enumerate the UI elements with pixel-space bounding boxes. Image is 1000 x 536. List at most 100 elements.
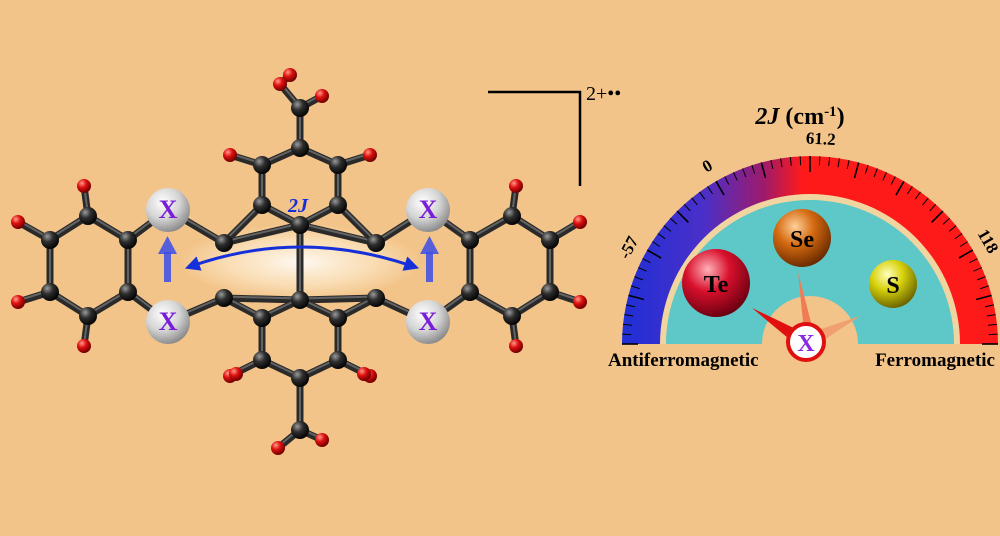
gauge-tick (724, 176, 730, 185)
gauge-tick (931, 210, 944, 223)
gauge-tick (634, 276, 644, 281)
carbon-atom (329, 196, 347, 214)
sphere-se-label: Se (790, 227, 814, 253)
gauge-tick (958, 249, 974, 259)
gauge-tick (976, 276, 986, 281)
gauge-tick-label: -57 (615, 233, 643, 262)
gauge-tick (691, 197, 698, 206)
gauge-title: 2J (cm-1) (754, 104, 844, 130)
gauge-tick (975, 294, 992, 301)
oxygen-atom (363, 148, 377, 162)
gauge-tick (780, 158, 783, 168)
gauge-tick (676, 210, 689, 223)
bond (296, 294, 380, 304)
ferromagnetic-label: Ferromagnetic (875, 350, 995, 371)
gauge-tick (853, 162, 860, 179)
oxygen-atom (77, 339, 91, 353)
gauge-color-arc (622, 156, 998, 344)
heteroatom-label-top-right: X (419, 195, 438, 224)
carbon-atom (253, 196, 271, 214)
gauge-tick (652, 241, 661, 247)
needle-hub: X (786, 322, 826, 362)
oxygen-atom (573, 215, 587, 229)
oxygen-atom (11, 215, 25, 229)
carbon-atom (329, 351, 347, 369)
gauge-tick (984, 304, 994, 308)
gauge-tick (987, 323, 998, 326)
gauge-tick (646, 249, 662, 259)
oxygen-atom (315, 89, 329, 103)
gauge-tick (638, 267, 647, 272)
carbon-atom (119, 283, 137, 301)
oxygen-atom (315, 433, 329, 447)
carbon-atom (253, 309, 271, 327)
carbon-atom (41, 283, 59, 301)
bond-highlight (299, 222, 377, 243)
coupling-label: 2J (287, 195, 309, 217)
gauge-tick (929, 203, 937, 212)
gauge-tick (770, 160, 774, 170)
carbon-atom (79, 207, 97, 225)
carbon-atom (291, 139, 309, 157)
gauge-tick (895, 180, 905, 196)
oxygen-atom (223, 148, 237, 162)
gauge-tick (907, 186, 913, 195)
gauge-tick (626, 304, 636, 308)
gauge-tick (733, 172, 738, 181)
sphere-s-label: S (886, 273, 899, 299)
gauge-tick (669, 217, 678, 225)
gauge-tick (973, 267, 982, 272)
carbon-atom (291, 421, 309, 439)
carbon-atom (291, 99, 309, 117)
gauge-tick (760, 162, 767, 179)
gauge-tick (959, 241, 968, 247)
bond-highlight (223, 222, 301, 243)
gauge-tick (663, 225, 672, 232)
heteroatom-label-bottom-right: X (419, 307, 438, 336)
heteroatom-label-top-left: X (159, 195, 178, 224)
carbon-atom (79, 307, 97, 325)
gauge-tick (631, 285, 640, 290)
molecule-atoms (11, 68, 587, 455)
gauge-tick (980, 285, 989, 290)
oxygen-atom (509, 179, 523, 193)
carbon-atom (215, 234, 233, 252)
heteroatom-label-bottom-left: X (159, 307, 178, 336)
carbon-atom (253, 156, 271, 174)
oxygen-atom (573, 295, 587, 309)
bond (296, 221, 380, 247)
heteroatom (406, 188, 450, 232)
heteroatom (406, 300, 450, 344)
gauge-tick (628, 294, 645, 301)
charge-label: 2+•• (586, 83, 621, 105)
carbon-atom (119, 231, 137, 249)
sphere-te-label: Te (704, 272, 729, 298)
oxygen-atom (11, 295, 25, 309)
carbon-atom (503, 207, 521, 225)
gauge-tick (657, 233, 666, 240)
gauge-tick (751, 165, 756, 174)
gauge-tick (742, 168, 747, 178)
carbon-atom (461, 283, 479, 301)
gauge-tick (707, 186, 713, 195)
gauge-tick (873, 168, 878, 178)
carbon-atom (291, 216, 309, 234)
oxygen-atom (273, 77, 287, 91)
gauge-tick (683, 203, 691, 212)
bond (220, 294, 304, 304)
sphere-te: Te (682, 249, 750, 317)
sphere-se: Se (773, 209, 831, 267)
oxygen-atom (271, 441, 285, 455)
carbon-atom (215, 289, 233, 307)
gauge-tick (986, 314, 996, 317)
carbon-atom (253, 351, 271, 369)
gauge-tick (624, 314, 634, 317)
gauge-tick (948, 225, 957, 232)
carbon-atom (367, 234, 385, 252)
gauge-tick-label: 118 (974, 226, 1000, 257)
gauge-tick (882, 172, 887, 181)
gauge-tick (890, 176, 896, 185)
gauge-tick (837, 158, 840, 168)
